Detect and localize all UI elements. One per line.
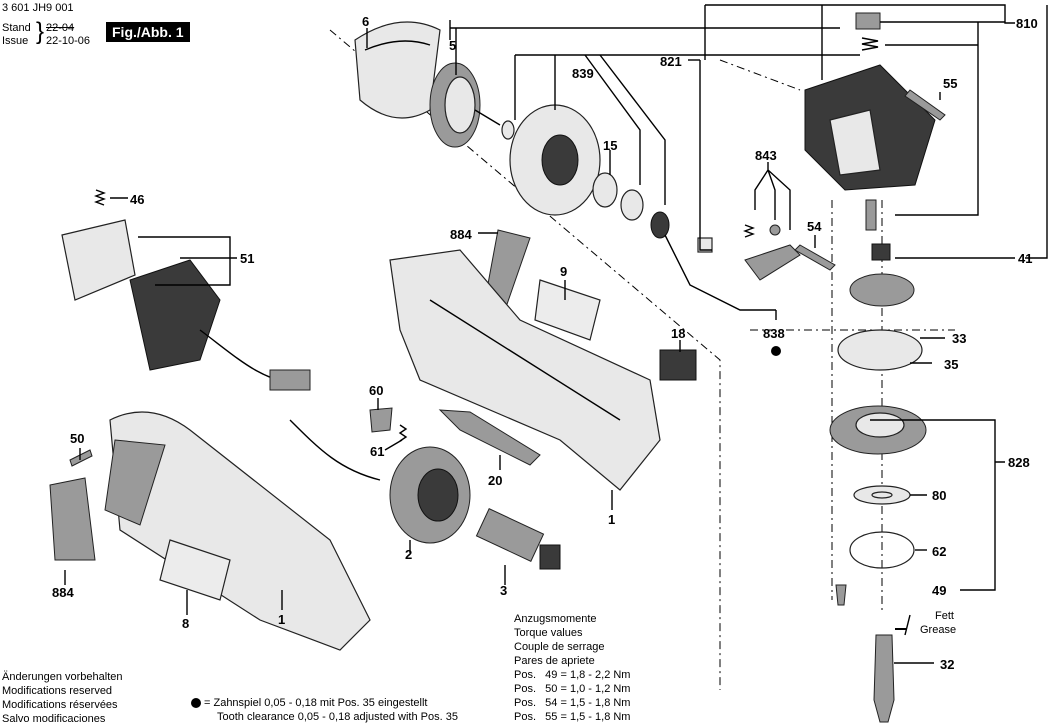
modifications-es: Salvo modificaciones bbox=[2, 713, 106, 725]
part-bush bbox=[697, 237, 713, 253]
modifications-en: Modifications reserved bbox=[2, 685, 113, 697]
part-838-bevel-gear bbox=[849, 273, 915, 307]
torque-row: Pos. 55 = 1,5 - 1,8 Nm bbox=[514, 711, 631, 723]
part-55-screw bbox=[904, 89, 946, 121]
part-49-screw bbox=[835, 584, 847, 606]
part-18 bbox=[659, 349, 697, 381]
callout-50: 50 bbox=[70, 431, 85, 446]
torque-heading-es: Pares de apriete bbox=[514, 655, 595, 667]
torque-block: Anzugsmomente Torque values Couple de se… bbox=[514, 612, 630, 724]
callout-2: 2 bbox=[405, 547, 413, 562]
callout-838: 838 bbox=[763, 326, 785, 341]
part-switch bbox=[269, 369, 311, 391]
callout-18: 18 bbox=[671, 326, 686, 341]
part-51-board bbox=[61, 219, 136, 301]
part-1-housing-left bbox=[109, 411, 371, 651]
callout-46: 46 bbox=[130, 192, 145, 207]
callout-55: 55 bbox=[943, 76, 958, 91]
callout-1-left: 1 bbox=[278, 612, 286, 627]
part-15-ring bbox=[592, 172, 618, 208]
callout-60: 60 bbox=[369, 383, 384, 398]
part-3-rotor bbox=[475, 508, 545, 562]
modifications-fr: Modifications réservées bbox=[2, 699, 118, 711]
part-60 bbox=[369, 407, 393, 433]
issue-date: 22-10-06 bbox=[46, 35, 91, 47]
callout-80: 80 bbox=[932, 488, 947, 503]
footnote-line-1: = Zahnspiel 0,05 - 0,18 mit Pos. 35 eing… bbox=[204, 697, 428, 709]
torque-row: Pos. 49 = 1,8 - 2,2 Nm bbox=[514, 669, 631, 681]
part-810-nut bbox=[855, 12, 881, 30]
callout-35: 35 bbox=[944, 357, 959, 372]
part-51-module bbox=[129, 259, 221, 371]
part-washer bbox=[501, 120, 515, 140]
part-32-spindle bbox=[873, 634, 895, 723]
part-884-grille-side bbox=[104, 439, 166, 526]
callout-6: 6 bbox=[362, 14, 370, 29]
part-46-spring bbox=[94, 189, 106, 206]
part-33-ring bbox=[837, 329, 923, 371]
callout-843: 843 bbox=[755, 148, 777, 163]
part-61-spring bbox=[398, 424, 408, 442]
footnote-dot-icon bbox=[191, 698, 201, 708]
stand-date: 22-04 bbox=[46, 22, 75, 34]
callout-821: 821 bbox=[660, 54, 682, 69]
part-9-label bbox=[534, 279, 601, 341]
part-50-screw bbox=[69, 449, 93, 467]
callout-810: 810 bbox=[1016, 16, 1038, 31]
modifications-de: Änderungen vorbehalten bbox=[2, 671, 123, 683]
part-41-pin bbox=[865, 199, 877, 231]
brace: } bbox=[36, 18, 45, 45]
callout-828: 828 bbox=[1008, 455, 1030, 470]
part-884-grille-left bbox=[49, 477, 96, 561]
footnote-line-2: Tooth clearance 0,05 - 0,18 adjusted wit… bbox=[217, 711, 458, 723]
torque-heading-en: Torque values bbox=[514, 627, 583, 639]
callout-884-left: 884 bbox=[52, 585, 74, 600]
callout-62: 62 bbox=[932, 544, 947, 559]
callout-884-top: 884 bbox=[450, 227, 472, 242]
callout-49: 49 bbox=[932, 583, 947, 598]
clearance-dot-icon bbox=[771, 346, 781, 356]
callout-32: 32 bbox=[940, 657, 955, 672]
part-41-bush bbox=[871, 243, 891, 261]
callout-839: 839 bbox=[572, 66, 594, 81]
part-pinion bbox=[650, 211, 670, 239]
callout-5: 5 bbox=[449, 38, 457, 53]
part-62-oring bbox=[849, 531, 915, 569]
callout-33: 33 bbox=[952, 331, 967, 346]
torque-heading-de: Anzugsmomente bbox=[514, 613, 597, 625]
callout-20: 20 bbox=[488, 473, 503, 488]
part-6-cover bbox=[354, 21, 441, 119]
callout-15: 15 bbox=[603, 138, 618, 153]
grease-label-de: Fett bbox=[935, 610, 954, 622]
callout-9: 9 bbox=[560, 264, 568, 279]
grease-label-en: Grease bbox=[920, 624, 957, 636]
callout-51: 51 bbox=[240, 251, 255, 266]
modifications-block: Änderungen vorbehalten Modifications res… bbox=[2, 670, 122, 726]
issue-label: Issue bbox=[2, 35, 29, 47]
torque-row: Pos. 54 = 1,5 - 1,8 Nm bbox=[514, 697, 631, 709]
callout-61: 61 bbox=[370, 444, 385, 459]
part-8-label bbox=[159, 539, 231, 601]
callout-1-right: 1 bbox=[608, 512, 616, 527]
part-bearing bbox=[620, 189, 644, 221]
callout-8: 8 bbox=[182, 616, 190, 631]
callout-3: 3 bbox=[500, 583, 508, 598]
torque-heading-fr: Couple de serrage bbox=[514, 641, 605, 653]
callout-54: 54 bbox=[807, 219, 822, 234]
torque-row: Pos. 50 = 1,0 - 1,2 Nm bbox=[514, 683, 631, 695]
part-3-pinion bbox=[539, 544, 561, 570]
part-810-spring bbox=[861, 37, 879, 51]
callout-41: 41 bbox=[1018, 251, 1033, 266]
doc-number: 3 601 JH9 001 bbox=[2, 2, 74, 14]
part-20-lever bbox=[438, 409, 541, 466]
part-54-screw bbox=[794, 244, 836, 271]
stand-label: Stand bbox=[2, 22, 31, 34]
part-843-spring bbox=[743, 224, 755, 238]
part-843-lever bbox=[744, 244, 801, 281]
figure-label: Fig./Abb. 1 bbox=[106, 22, 190, 42]
part-1-housing-half bbox=[389, 249, 661, 491]
